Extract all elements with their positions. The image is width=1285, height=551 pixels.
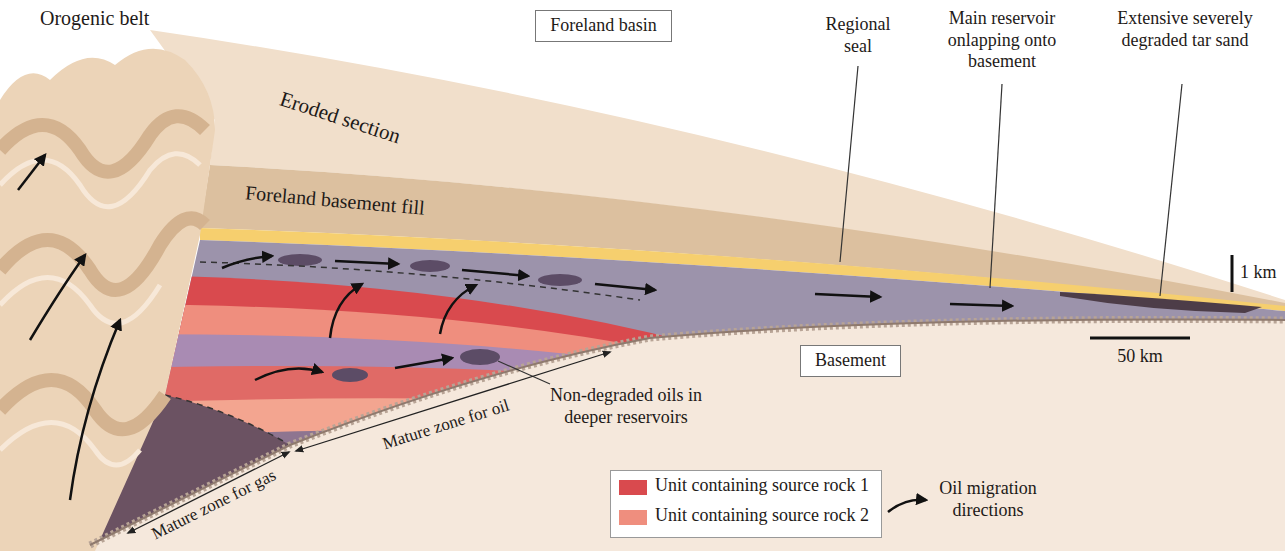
legend-arrow-sample bbox=[888, 500, 926, 512]
basement-contact bbox=[90, 319, 1285, 545]
orogen-arrow bbox=[70, 320, 120, 500]
oil-window-line bbox=[200, 262, 640, 300]
oil-pocket bbox=[460, 349, 500, 365]
callout-label: Extensive severely degraded tar sand bbox=[1114, 8, 1256, 51]
callout-label: Main reservoir onlapping onto basement bbox=[938, 8, 1066, 73]
scale-label: 50 km bbox=[1117, 346, 1163, 368]
migration-arrow bbox=[395, 358, 452, 368]
oil-pocket bbox=[332, 368, 368, 382]
orogen-arrow bbox=[30, 255, 85, 340]
legend-swatch bbox=[619, 480, 647, 495]
oil-pocket bbox=[278, 254, 322, 266]
callout-label: Non-degraded oils in deeper reservoirs bbox=[540, 385, 712, 428]
region-label: Eroded section bbox=[276, 87, 403, 150]
label-box: Foreland basin bbox=[535, 10, 672, 42]
leader-line bbox=[1160, 84, 1182, 296]
orogen-body bbox=[0, 49, 215, 551]
fold-highlight bbox=[0, 423, 140, 466]
leader-lines bbox=[498, 66, 1182, 384]
oil-pocket bbox=[410, 260, 450, 272]
box-text: Foreland basin bbox=[550, 15, 657, 37]
legend-text: Unit containing source rock 1 bbox=[655, 475, 869, 497]
leader-line bbox=[498, 361, 550, 384]
basement-contact bbox=[90, 319, 1285, 545]
region-label: Foreland basement fill bbox=[244, 180, 425, 220]
migration-arrow bbox=[330, 284, 362, 338]
migration-arrows bbox=[222, 256, 1012, 380]
migration-arrow bbox=[462, 270, 528, 276]
legend-text: Oil migration directions bbox=[932, 478, 1044, 521]
legend-box: Unit containing source rock 1 Unit contai… bbox=[610, 470, 882, 538]
zone-label: Mature zone for oil bbox=[380, 395, 512, 454]
migration-arrow bbox=[950, 304, 1012, 306]
gas-window-line bbox=[165, 395, 290, 445]
migration-arrow bbox=[222, 256, 272, 268]
scale-bar-horizontal bbox=[1090, 337, 1190, 340]
oil-pocket bbox=[538, 274, 582, 286]
box-text: Basement bbox=[815, 350, 886, 372]
orogen-arrow bbox=[18, 155, 45, 190]
fold-highlight bbox=[0, 154, 200, 207]
orogenic-belt bbox=[0, 49, 215, 551]
migration-arrow bbox=[815, 294, 880, 297]
fold-highlight bbox=[0, 278, 160, 324]
leader-line bbox=[990, 84, 1002, 288]
fold bbox=[0, 380, 165, 429]
label-box: Basement bbox=[800, 345, 901, 377]
legend-swatch bbox=[619, 510, 647, 525]
migration-arrow bbox=[335, 261, 398, 264]
legend-text: Unit containing source rock 2 bbox=[655, 505, 869, 527]
callout-label: Regional seal bbox=[812, 14, 904, 57]
scale-label: 1 km bbox=[1240, 262, 1277, 284]
tar-sand bbox=[1060, 292, 1262, 313]
leader-line bbox=[840, 66, 858, 262]
migration-arrow bbox=[440, 285, 476, 334]
zone-label: Mature zone for gas bbox=[148, 465, 279, 544]
mature-gas-arrow bbox=[128, 452, 289, 533]
migration-arrow bbox=[595, 284, 655, 290]
migration-arrow bbox=[255, 368, 322, 380]
scale-bar-vertical bbox=[1231, 255, 1234, 292]
region-label: Orogenic belt bbox=[40, 6, 149, 30]
